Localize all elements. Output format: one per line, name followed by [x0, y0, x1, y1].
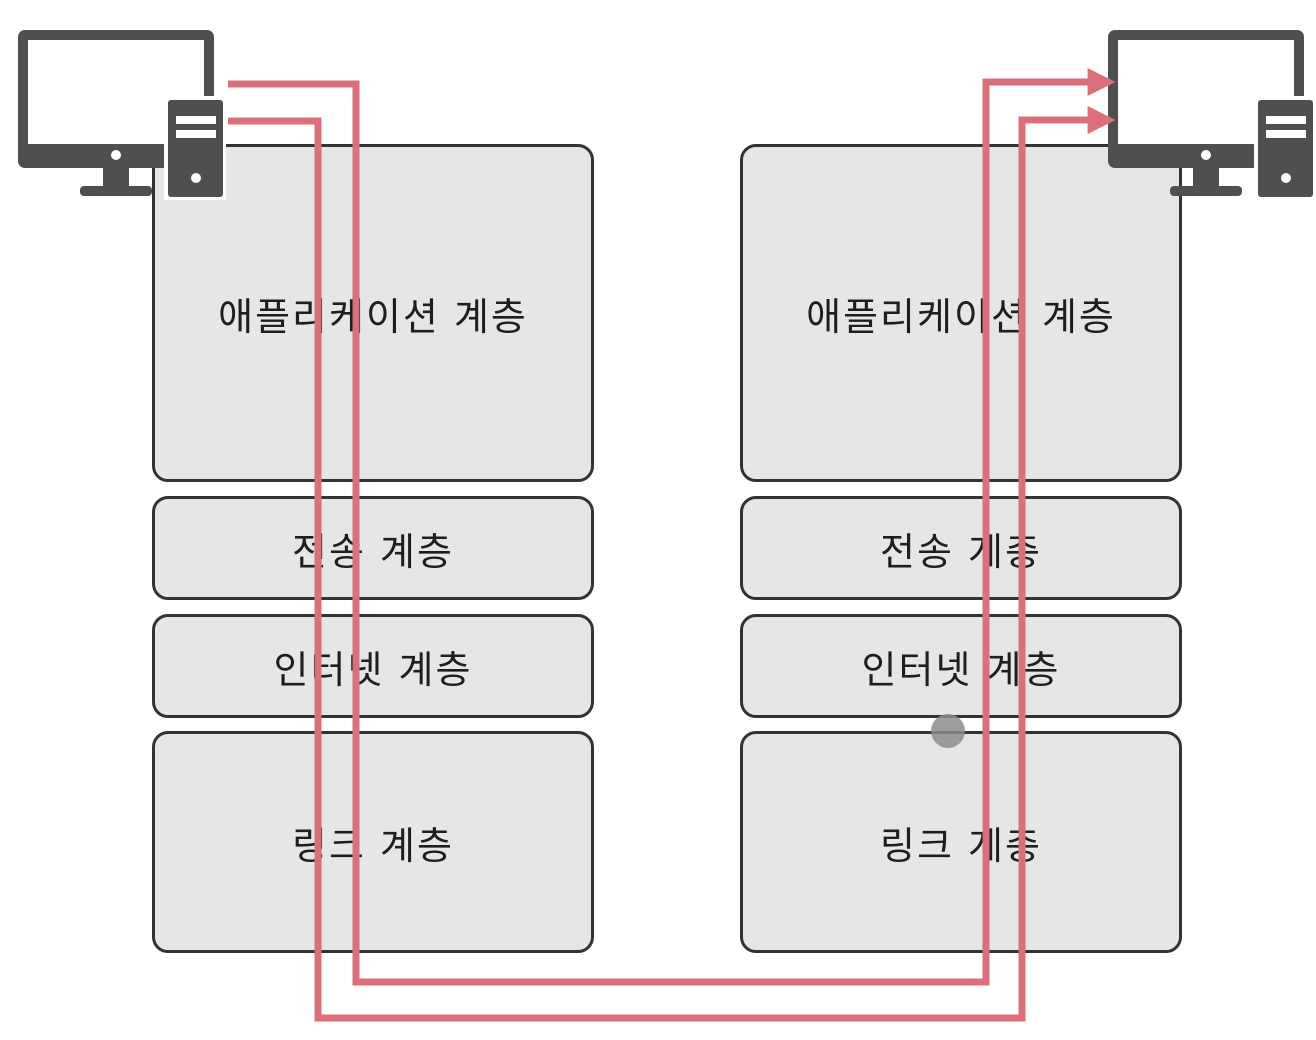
- right-internet-layer: 인터넷 계층: [740, 614, 1182, 718]
- left-link-layer-label: 링크 계층: [292, 823, 454, 868]
- right-internet-layer-label: 인터넷 계층: [861, 647, 1061, 692]
- right-transport-layer: 전송 계층: [740, 496, 1182, 600]
- left-internet-layer-label: 인터넷 계층: [273, 647, 473, 692]
- left-internet-layer: 인터넷 계층: [152, 614, 594, 718]
- left-link-layer: 링크 계층: [152, 731, 594, 953]
- right-application-layer-label: 애플리케이션 계층: [806, 294, 1116, 339]
- left-application-layer-label: 애플리케이션 계층: [218, 294, 528, 339]
- left-application-layer: 애플리케이션 계층: [152, 144, 594, 482]
- right-link-layer: 링크 계층: [740, 731, 1182, 953]
- right-link-layer-label: 링크 계층: [880, 823, 1042, 868]
- left-transport-layer-label: 전송 계층: [292, 529, 454, 574]
- right-application-layer: 애플리케이션 계층: [740, 144, 1182, 482]
- right-transport-layer-label: 전송 계층: [880, 529, 1042, 574]
- left-transport-layer: 전송 계층: [152, 496, 594, 600]
